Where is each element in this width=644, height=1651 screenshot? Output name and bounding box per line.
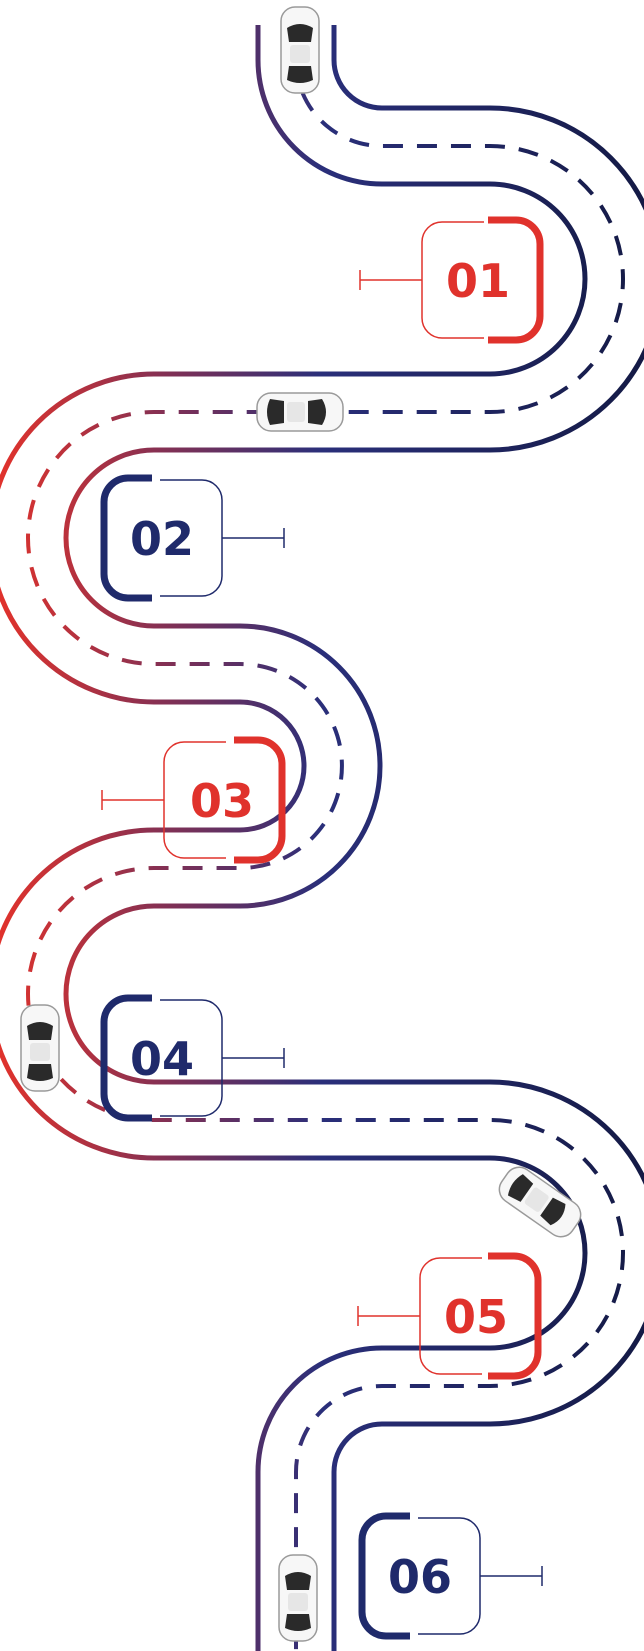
step-marker-04: 04 [100, 994, 285, 1122]
car-top-view-icon [498, 1166, 582, 1238]
step-number: 03 [190, 774, 254, 828]
road [0, 25, 644, 1651]
marker-thin-frame [163, 741, 226, 859]
road-edge-left [0, 25, 588, 1651]
marker-thin-frame [160, 999, 223, 1117]
step-number: 04 [130, 1032, 194, 1086]
step-marker-03: 03 [101, 736, 286, 864]
car-top-view-icon [256, 392, 344, 432]
step-marker-02: 02 [100, 474, 285, 602]
marker-bracket [234, 736, 286, 864]
car-top-view-icon [20, 1004, 60, 1092]
step-number: 01 [446, 254, 510, 308]
marker-bracket [488, 1252, 542, 1380]
step-marker-06: 06 [358, 1512, 543, 1640]
marker-bracket [100, 994, 152, 1122]
marker-thin-frame [421, 221, 484, 339]
marker-bracket [100, 474, 152, 602]
car-top-view-icon [278, 1554, 318, 1642]
marker-bracket [488, 216, 544, 344]
step-number: 02 [130, 512, 194, 566]
marker-bracket [358, 1512, 410, 1640]
road-center-line [26, 59, 625, 1651]
road-edge-right [63, 25, 644, 1651]
marker-thin-frame [419, 1257, 482, 1375]
marker-thin-frame [160, 479, 223, 597]
car-top-view-icon [280, 6, 320, 94]
step-marker-05: 05 [357, 1252, 542, 1380]
step-number: 05 [444, 1290, 508, 1344]
marker-thin-frame [418, 1517, 481, 1635]
step-number: 06 [388, 1550, 452, 1604]
step-marker-01: 01 [359, 216, 544, 344]
